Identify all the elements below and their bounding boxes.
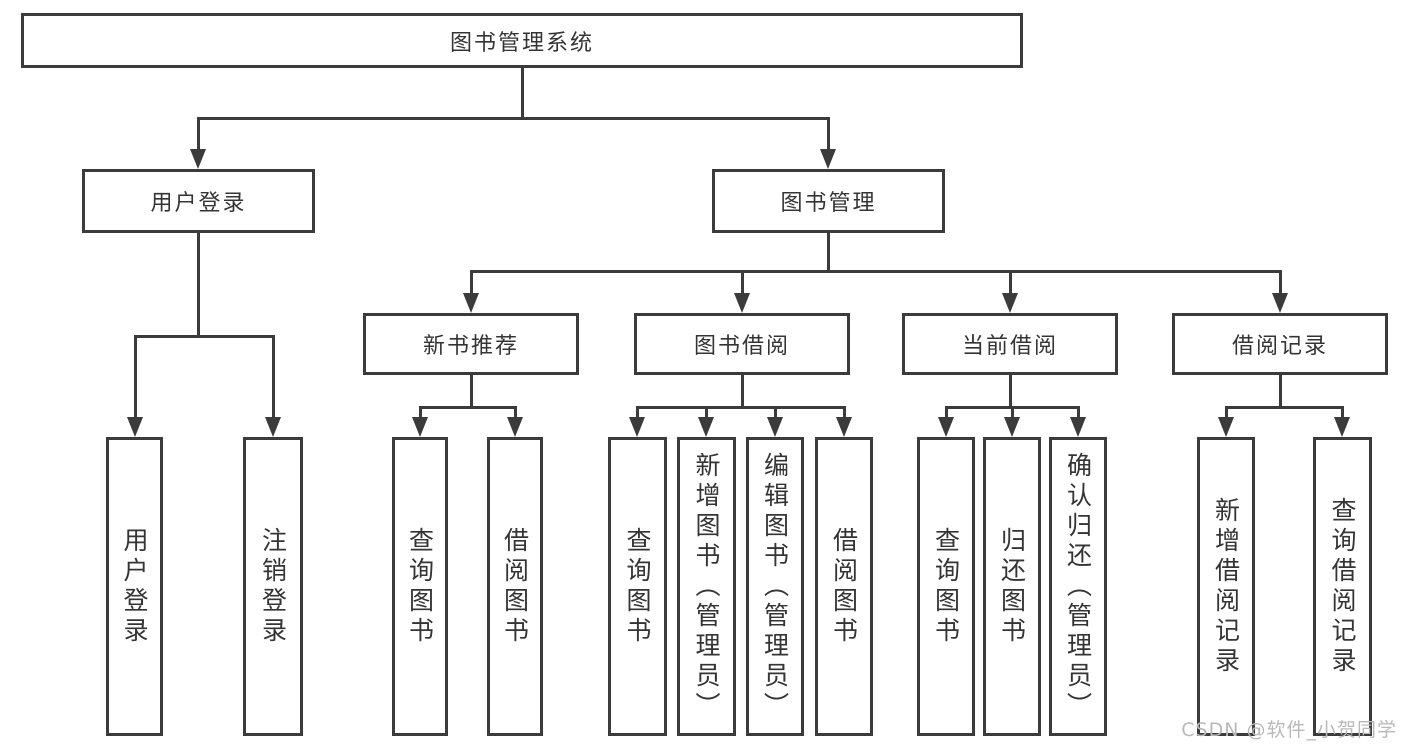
node-current-borrowing: 当前借阅 <box>902 313 1118 375</box>
csdn-watermark: CSDN @软件_小贺同学 <box>1181 719 1397 741</box>
connector-line <box>196 118 200 153</box>
leaf-confirm-return-admin: 确认归还（管理员） <box>1049 437 1107 736</box>
arrow-down-icon <box>127 417 143 437</box>
connector-line <box>1010 407 1014 421</box>
node-new-book-recommendation: 新书推荐 <box>363 313 579 375</box>
connector-line <box>133 336 137 421</box>
connector-line <box>1340 407 1344 421</box>
arrow-down-icon <box>1334 417 1350 437</box>
leaf-logout: 注销登录 <box>243 437 303 736</box>
node-book-management: 图书管理 <box>712 169 945 233</box>
arrow-down-icon <box>412 417 428 437</box>
connector-line <box>469 375 473 407</box>
connector-line <box>740 375 744 407</box>
leaf-query-books-recommend: 查询图书 <box>392 437 448 736</box>
arrow-down-icon <box>463 293 479 313</box>
arrow-down-icon <box>1002 293 1018 313</box>
leaf-edit-books-admin: 编辑图书（管理员） <box>746 437 804 736</box>
arrow-down-icon <box>836 417 852 437</box>
arrow-down-icon <box>1272 293 1288 313</box>
connector-line <box>1278 271 1282 297</box>
arrow-down-icon <box>698 417 714 437</box>
node-user-login: 用户登录 <box>82 169 315 233</box>
arrow-down-icon <box>820 149 836 169</box>
arrow-down-icon <box>507 417 523 437</box>
connector-line <box>469 269 1282 273</box>
connector-line <box>469 271 473 297</box>
connector-line <box>1008 375 1012 407</box>
leaf-return-books: 归还图书 <box>983 437 1041 736</box>
connector-line <box>133 334 275 338</box>
connector-line <box>635 407 639 421</box>
connector-line <box>1008 271 1012 297</box>
leaf-query-borrow-record: 查询借阅记录 <box>1313 437 1372 736</box>
connector-line <box>1076 407 1080 421</box>
connector-line <box>1224 407 1228 421</box>
connector-line <box>826 233 830 271</box>
leaf-query-books-current: 查询图书 <box>917 437 975 736</box>
arrow-down-icon <box>938 417 954 437</box>
connector-line <box>826 118 830 153</box>
connector-line <box>271 336 275 421</box>
node-borrowing-records: 借阅记录 <box>1172 313 1388 375</box>
connector-line <box>196 116 830 120</box>
leaf-user-login: 用户登录 <box>106 437 163 736</box>
connector-line <box>418 405 517 409</box>
arrow-down-icon <box>767 417 783 437</box>
node-root-library-system: 图书管理系统 <box>21 13 1023 68</box>
connector-line <box>704 407 708 421</box>
arrow-down-icon <box>734 293 750 313</box>
arrow-down-icon <box>265 417 281 437</box>
connector-line <box>520 68 524 118</box>
connector-line <box>418 407 422 421</box>
arrow-down-icon <box>1070 417 1086 437</box>
connector-line <box>944 407 948 421</box>
leaf-query-books-borrow: 查询图书 <box>608 437 667 736</box>
leaf-add-borrow-record: 新增借阅记录 <box>1197 437 1255 736</box>
arrow-down-icon <box>629 417 645 437</box>
arrow-down-icon <box>1004 417 1020 437</box>
connector-line <box>842 407 846 421</box>
connector-line <box>513 407 517 421</box>
connector-line <box>635 405 846 409</box>
arrow-down-icon <box>1218 417 1234 437</box>
leaf-borrow-books-recommend: 借阅图书 <box>487 437 543 736</box>
node-book-borrowing: 图书借阅 <box>634 313 850 375</box>
connector-line <box>1224 405 1344 409</box>
connector-line <box>1278 375 1282 407</box>
connector-line <box>773 407 777 421</box>
leaf-add-books-admin: 新增图书（管理员） <box>677 437 736 736</box>
leaf-borrow-books: 借阅图书 <box>815 437 873 736</box>
arrow-down-icon <box>190 149 206 169</box>
connector-line <box>196 233 200 336</box>
connector-line <box>740 271 744 297</box>
